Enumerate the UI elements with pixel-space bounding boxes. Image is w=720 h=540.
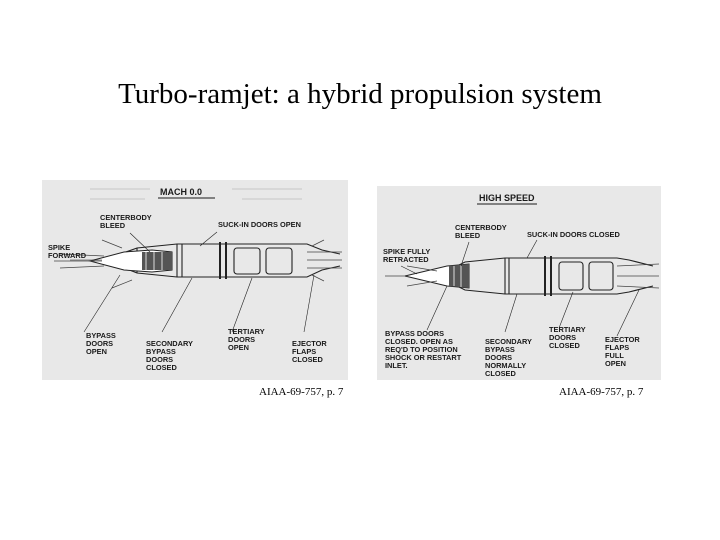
label-ejector-flaps-3: CLOSED (292, 355, 323, 364)
label-centerbody-bleed: CENTERBODY (455, 223, 507, 232)
label-spike: SPIKE (48, 243, 70, 252)
label-secondary-bypass: SECONDARY (485, 337, 532, 346)
label-bypass-doors-4: SHOCK OR RESTART (385, 353, 462, 362)
label-tertiary-doors: TERTIARY (228, 327, 265, 336)
flow-lines (385, 263, 660, 289)
label-secondary-bypass-5: CLOSED (485, 369, 516, 378)
label-centerbody-bleed-2: BLEED (455, 231, 481, 240)
label-bypass-doors: BYPASS (86, 331, 116, 340)
slide-title: Turbo-ramjet: a hybrid propulsion system (118, 78, 602, 110)
label-spike-2: FORWARD (48, 251, 87, 260)
label-tertiary-doors: TERTIARY (549, 325, 586, 334)
figure-header: HIGH SPEED (479, 193, 535, 203)
label-bypass-doors-5: INLET. (385, 361, 408, 370)
spike-centerbody (88, 249, 173, 273)
label-ejector-flaps-2: FLAPS (605, 343, 629, 352)
label-centerbody-bleed: CENTERBODY (100, 213, 152, 222)
label-secondary-bypass-2: BYPASS (485, 345, 515, 354)
label-bypass-doors: BYPASS DOORS (385, 329, 444, 338)
label-ejector-flaps-4: OPEN (605, 359, 626, 368)
spike-centerbody (404, 263, 470, 289)
label-secondary-bypass-4: NORMALLY (485, 361, 526, 370)
label-secondary-bypass: SECONDARY (146, 339, 193, 348)
label-spike: SPIKE FULLY (383, 247, 430, 256)
label-suck-in-doors: SUCK-IN DOORS CLOSED (527, 230, 620, 239)
caption-right: AIAA-69-757, p. 7 (559, 386, 644, 398)
label-tertiary-doors-3: CLOSED (549, 341, 580, 350)
leader-lines (400, 239, 640, 337)
label-tertiary-doors-2: DOORS (549, 333, 576, 342)
label-bypass-doors-3: REQ'D TO POSITION (385, 345, 458, 354)
label-tertiary-doors-3: OPEN (228, 343, 249, 352)
label-suck-in-doors: SUCK-IN DOORS OPEN (218, 220, 301, 229)
label-bypass-doors-2: CLOSED. OPEN AS (385, 337, 453, 346)
label-secondary-bypass-2: BYPASS (146, 347, 176, 356)
flow-lines (54, 239, 342, 289)
label-bypass-doors-3: OPEN (86, 347, 107, 356)
label-secondary-bypass-4: CLOSED (146, 363, 177, 372)
label-spike-2: RETRACTED (383, 255, 429, 264)
engine-diagram-high-speed: HIGH SPEED (383, 193, 660, 378)
engine-diagram-mach-0: MACH 0.0 (48, 187, 342, 372)
label-ejector-flaps-3: FULL (605, 351, 624, 360)
figure-header: MACH 0.0 (160, 187, 202, 197)
caption-left: AIAA-69-757, p. 7 (259, 386, 344, 398)
label-ejector-flaps-2: FLAPS (292, 347, 316, 356)
label-ejector-flaps: EJECTOR (605, 335, 640, 344)
figure-mach-0: MACH 0.0 (42, 180, 348, 380)
label-centerbody-bleed-2: BLEED (100, 221, 126, 230)
scan-artifact (90, 188, 302, 200)
label-bypass-doors-2: DOORS (86, 339, 113, 348)
label-secondary-bypass-3: DOORS (146, 355, 173, 364)
label-tertiary-doors-2: DOORS (228, 335, 255, 344)
figure-high-speed: HIGH SPEED (377, 186, 661, 380)
label-ejector-flaps: EJECTOR (292, 339, 327, 348)
leader-lines (70, 231, 315, 333)
label-secondary-bypass-3: DOORS (485, 353, 512, 362)
